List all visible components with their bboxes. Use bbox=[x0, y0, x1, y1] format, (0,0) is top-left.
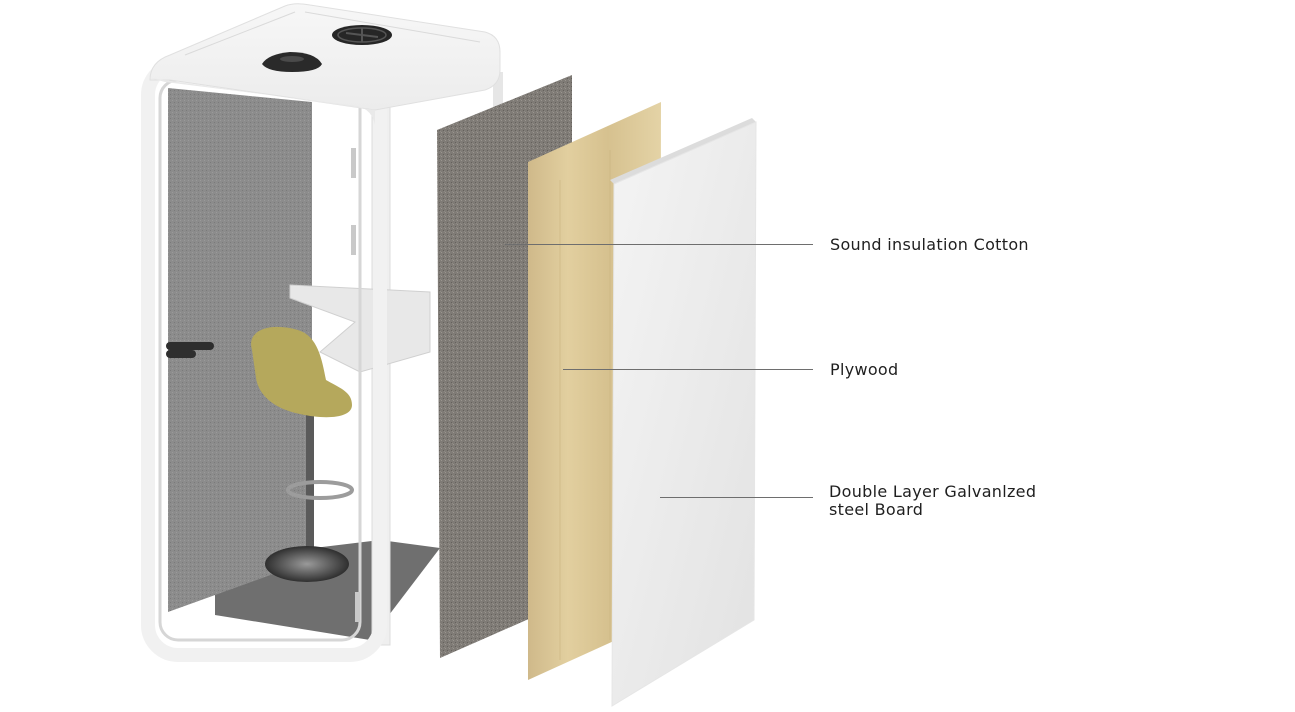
leader-line-insulation bbox=[505, 244, 813, 245]
light-vent-opening bbox=[280, 56, 304, 62]
label-insulation-cotton: Sound insulation Cotton bbox=[830, 235, 1029, 254]
booth bbox=[141, 3, 503, 662]
door-handle-icon bbox=[166, 342, 214, 358]
roof-seam-2 bbox=[304, 11, 481, 43]
hinge-bottom bbox=[355, 592, 360, 622]
hinge-mid bbox=[351, 225, 356, 255]
stool-seat bbox=[251, 326, 352, 418]
back-felt-wall bbox=[168, 88, 312, 612]
leader-line-plywood bbox=[563, 369, 813, 370]
label-steel-board: Double Layer Galvanlzed steel Board bbox=[829, 482, 1037, 519]
fan-vent-icon bbox=[332, 25, 392, 45]
stool-footrest bbox=[286, 480, 354, 500]
hinge-top bbox=[351, 148, 356, 178]
roof-seam bbox=[184, 11, 296, 56]
roof-edge bbox=[150, 78, 375, 125]
stool-stem bbox=[306, 410, 314, 560]
label-plywood: Plywood bbox=[830, 360, 899, 379]
panel-steel-board-edge bbox=[610, 118, 756, 184]
stool-base bbox=[265, 546, 349, 582]
panel-steel-board bbox=[611, 121, 757, 707]
leader-line-steel bbox=[660, 497, 813, 498]
